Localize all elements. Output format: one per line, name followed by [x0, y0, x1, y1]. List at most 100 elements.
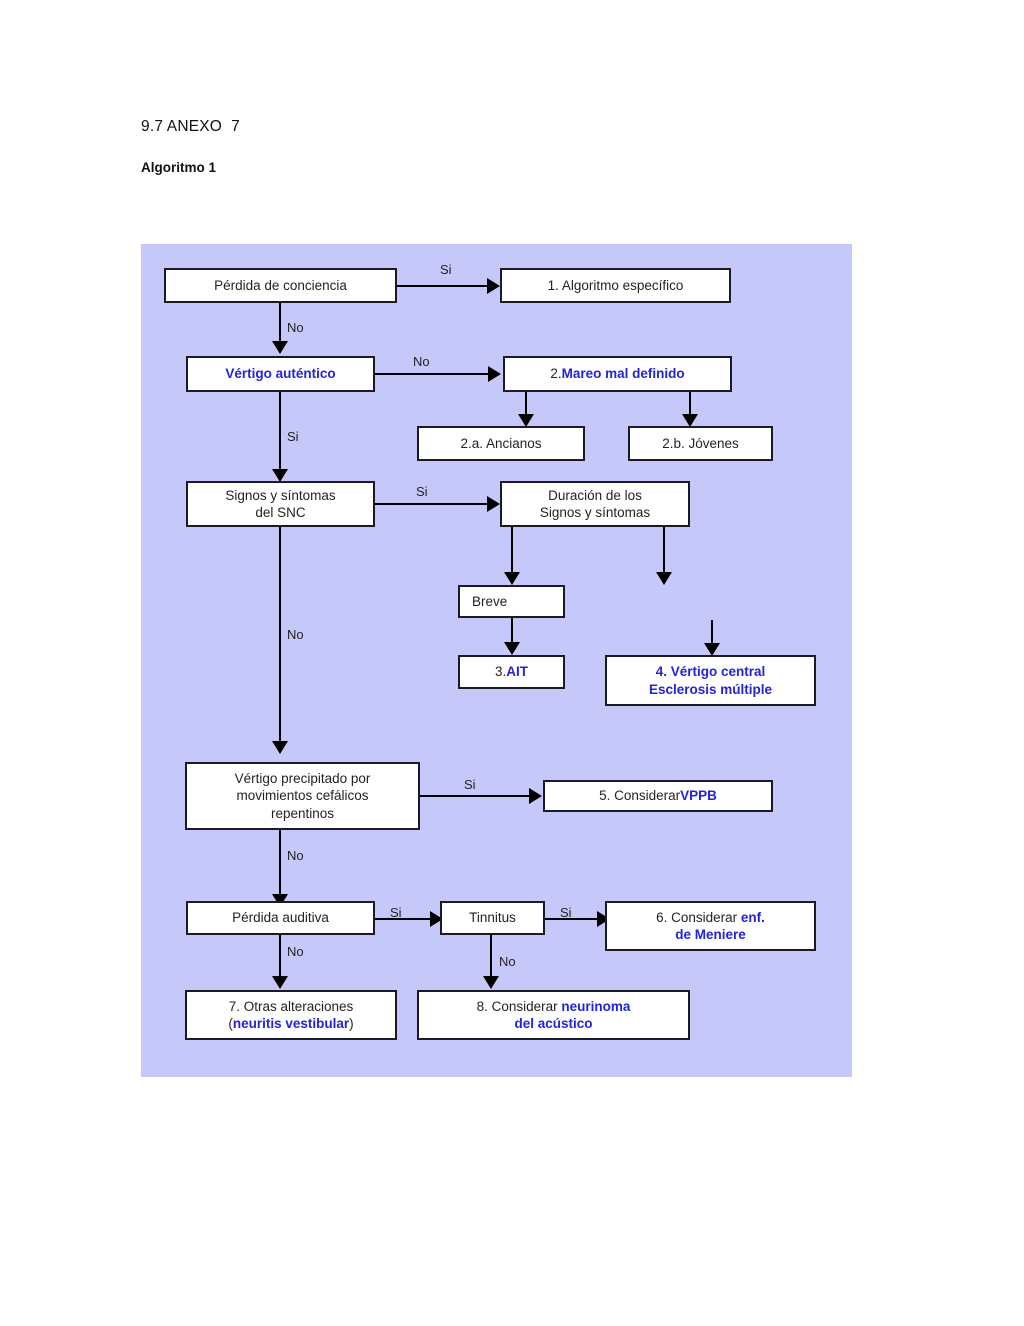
connector-breve-to-ait: [511, 618, 513, 646]
arrowhead-duracion-to-breve: [504, 572, 520, 585]
page-subtitle: Algoritmo 1: [141, 160, 217, 175]
node-label-line2: Esclerosis múltiple: [648, 681, 773, 697]
node-perdida-de-conciencia[interactable]: Pérdida de conciencia: [164, 268, 397, 303]
node-label: 1. Algoritmo específico: [547, 277, 684, 293]
node-algoritmo-especifico[interactable]: 1. Algoritmo específico: [500, 268, 731, 303]
edge-label-snc-si: Si: [416, 484, 428, 499]
arrowhead-auditiva-to-tinnitus: [430, 911, 443, 927]
node-mareo-mal-definido[interactable]: 2. Mareo mal definido: [503, 356, 732, 392]
connector-tinnitus-to-neurinoma: [490, 935, 492, 978]
connector-vertigo-to-mareo: [375, 373, 497, 375]
node-highlight: AIT: [506, 664, 528, 680]
node-perdida-auditiva[interactable]: Pérdida auditiva: [186, 901, 375, 935]
connector-duracion-to-breve: [511, 527, 513, 575]
connector-auditiva-to-tinnitus: [375, 918, 439, 920]
edge-label-precipitado-si: Si: [464, 777, 476, 792]
edge-label-vertigo-si: Si: [287, 429, 299, 444]
arrowhead-precipitado-to-vppb: [529, 788, 542, 804]
node-duracion-signos-sintomas[interactable]: Duración de los Signos y síntomas: [500, 481, 690, 527]
edge-label-tinnitus-si: Si: [560, 905, 572, 920]
node-prefix: 6. Considerar: [656, 909, 741, 925]
edge-label-snc-no: No: [287, 627, 304, 642]
node-label: Breve: [472, 593, 508, 609]
edge-label-auditiva-no: No: [287, 944, 304, 959]
node-vertigo-autentico[interactable]: Vértigo auténtico: [186, 356, 375, 392]
node-prefix: 2.: [550, 366, 562, 382]
node-label-line1: 6. Considerar enf.: [656, 909, 765, 926]
node-3-ait[interactable]: 3. AIT: [458, 655, 565, 689]
arrowhead-snc-to-duracion: [487, 496, 500, 512]
connector-duracion-right-branch: [663, 527, 665, 575]
node-label: 2.b. Jóvenes: [662, 435, 739, 451]
node-2b-jovenes[interactable]: 2.b. Jóvenes: [628, 426, 773, 461]
node-highlight: neuritis vestibular: [232, 1016, 350, 1031]
node-label-line1: 4. Vértigo central: [656, 663, 766, 680]
node-highlight: Mareo mal definido: [561, 366, 685, 382]
node-5-considerar-vppb[interactable]: 5. Considerar VPPB: [543, 780, 773, 812]
node-signos-sintomas-snc[interactable]: Signos y síntomas del SNC: [186, 481, 375, 527]
node-label-line1: 7. Otras alteraciones: [228, 998, 354, 1014]
connector-auditiva-to-otras: [279, 935, 281, 978]
connector-mareo-to-ancianos: [525, 392, 527, 417]
node-label: Pérdida auditiva: [232, 910, 329, 926]
arrowhead-snc-to-precipitado: [272, 741, 288, 754]
connector-tinnitus-to-meniere: [545, 918, 609, 920]
paren-open: (: [228, 1016, 233, 1031]
paren-close: ): [349, 1016, 354, 1031]
edge-label-auditiva-si: Si: [390, 905, 402, 920]
node-label-line1: 8. Considerar neurinoma: [477, 998, 631, 1015]
node-label-line3: repentinos: [270, 805, 335, 821]
connector-vertigo-to-snc: [279, 392, 281, 472]
node-label-line2: movimientos cefálicos: [236, 788, 369, 804]
connector-precipitado-to-vppb: [420, 795, 535, 797]
page-title: 9.7 ANEXO 7: [141, 118, 240, 135]
node-prefix: 3.: [494, 664, 507, 680]
node-highlight: neurinoma: [561, 998, 631, 1014]
edge-label-conciencia-no: No: [287, 320, 304, 335]
edge-label-conciencia-si: Si: [440, 262, 452, 277]
node-4-vertigo-central[interactable]: 4. Vértigo central Esclerosis múltiple: [605, 655, 816, 706]
connector-to-vertigo-central: [711, 620, 713, 647]
connector-mareo-to-jovenes: [689, 392, 691, 417]
node-label: Vértigo auténtico: [225, 366, 336, 382]
arrowhead-mareo-to-ancianos: [518, 414, 534, 427]
node-label-line2: de Meniere: [675, 927, 746, 942]
arrowhead-to-vertigo-central: [704, 643, 720, 656]
node-label-line1: Duración de los: [548, 487, 642, 503]
node-tinnitus[interactable]: Tinnitus: [440, 901, 545, 935]
node-2a-ancianos[interactable]: 2.a. Ancianos: [417, 426, 585, 461]
connector-conciencia-to-algoritmo: [397, 285, 496, 287]
node-prefix: 5. Considerar: [599, 788, 681, 804]
node-prefix: 4.: [655, 664, 671, 680]
node-label: Pérdida de conciencia: [214, 277, 347, 293]
flowchart-panel: Si No No Si Si No Si No Si No Si No Pérd…: [141, 244, 852, 1077]
edge-label-precipitado-no: No: [287, 848, 304, 863]
edge-label-tinnitus-no: No: [499, 954, 516, 969]
node-label: Tinnitus: [469, 910, 516, 926]
arrowhead-auditiva-to-otras: [272, 976, 288, 989]
arrowhead-vertigo-to-snc: [272, 469, 288, 482]
node-label-line2: Signos y síntomas: [539, 505, 651, 520]
node-6-considerar-meniere[interactable]: 6. Considerar enf. de Meniere: [605, 901, 816, 951]
edge-label-vertigo-no: No: [413, 354, 430, 369]
node-label-line2: (neuritis vestibular): [228, 1015, 353, 1032]
node-label: 2.a. Ancianos: [460, 435, 542, 451]
connector-conciencia-to-vertigo: [279, 303, 281, 343]
node-vertigo-precipitado[interactable]: Vértigo precipitado por movimientos cefá…: [185, 762, 420, 830]
node-label-line2: del SNC: [255, 505, 306, 520]
node-highlight: VPPB: [680, 788, 717, 804]
node-breve[interactable]: Breve: [458, 585, 565, 618]
connector-precipitado-to-auditiva: [279, 830, 281, 896]
arrowhead-breve-to-ait: [504, 642, 520, 655]
arrowhead-duracion-right-branch: [656, 572, 672, 585]
arrowhead-tinnitus-to-neurinoma: [483, 976, 499, 989]
node-prefix: 8. Considerar: [476, 998, 562, 1014]
node-7-otras-alteraciones[interactable]: 7. Otras alteraciones (neuritis vestibul…: [185, 990, 397, 1040]
node-8-considerar-neurinoma[interactable]: 8. Considerar neurinoma del acústico: [417, 990, 690, 1040]
connector-snc-to-duracion: [375, 503, 496, 505]
node-label-line2: del acústico: [514, 1016, 593, 1031]
arrowhead-conciencia-to-algoritmo: [487, 278, 500, 294]
node-highlight: Vértigo central: [670, 664, 766, 680]
connector-snc-to-precipitado: [279, 527, 281, 743]
arrowhead-vertigo-to-mareo: [488, 366, 501, 382]
